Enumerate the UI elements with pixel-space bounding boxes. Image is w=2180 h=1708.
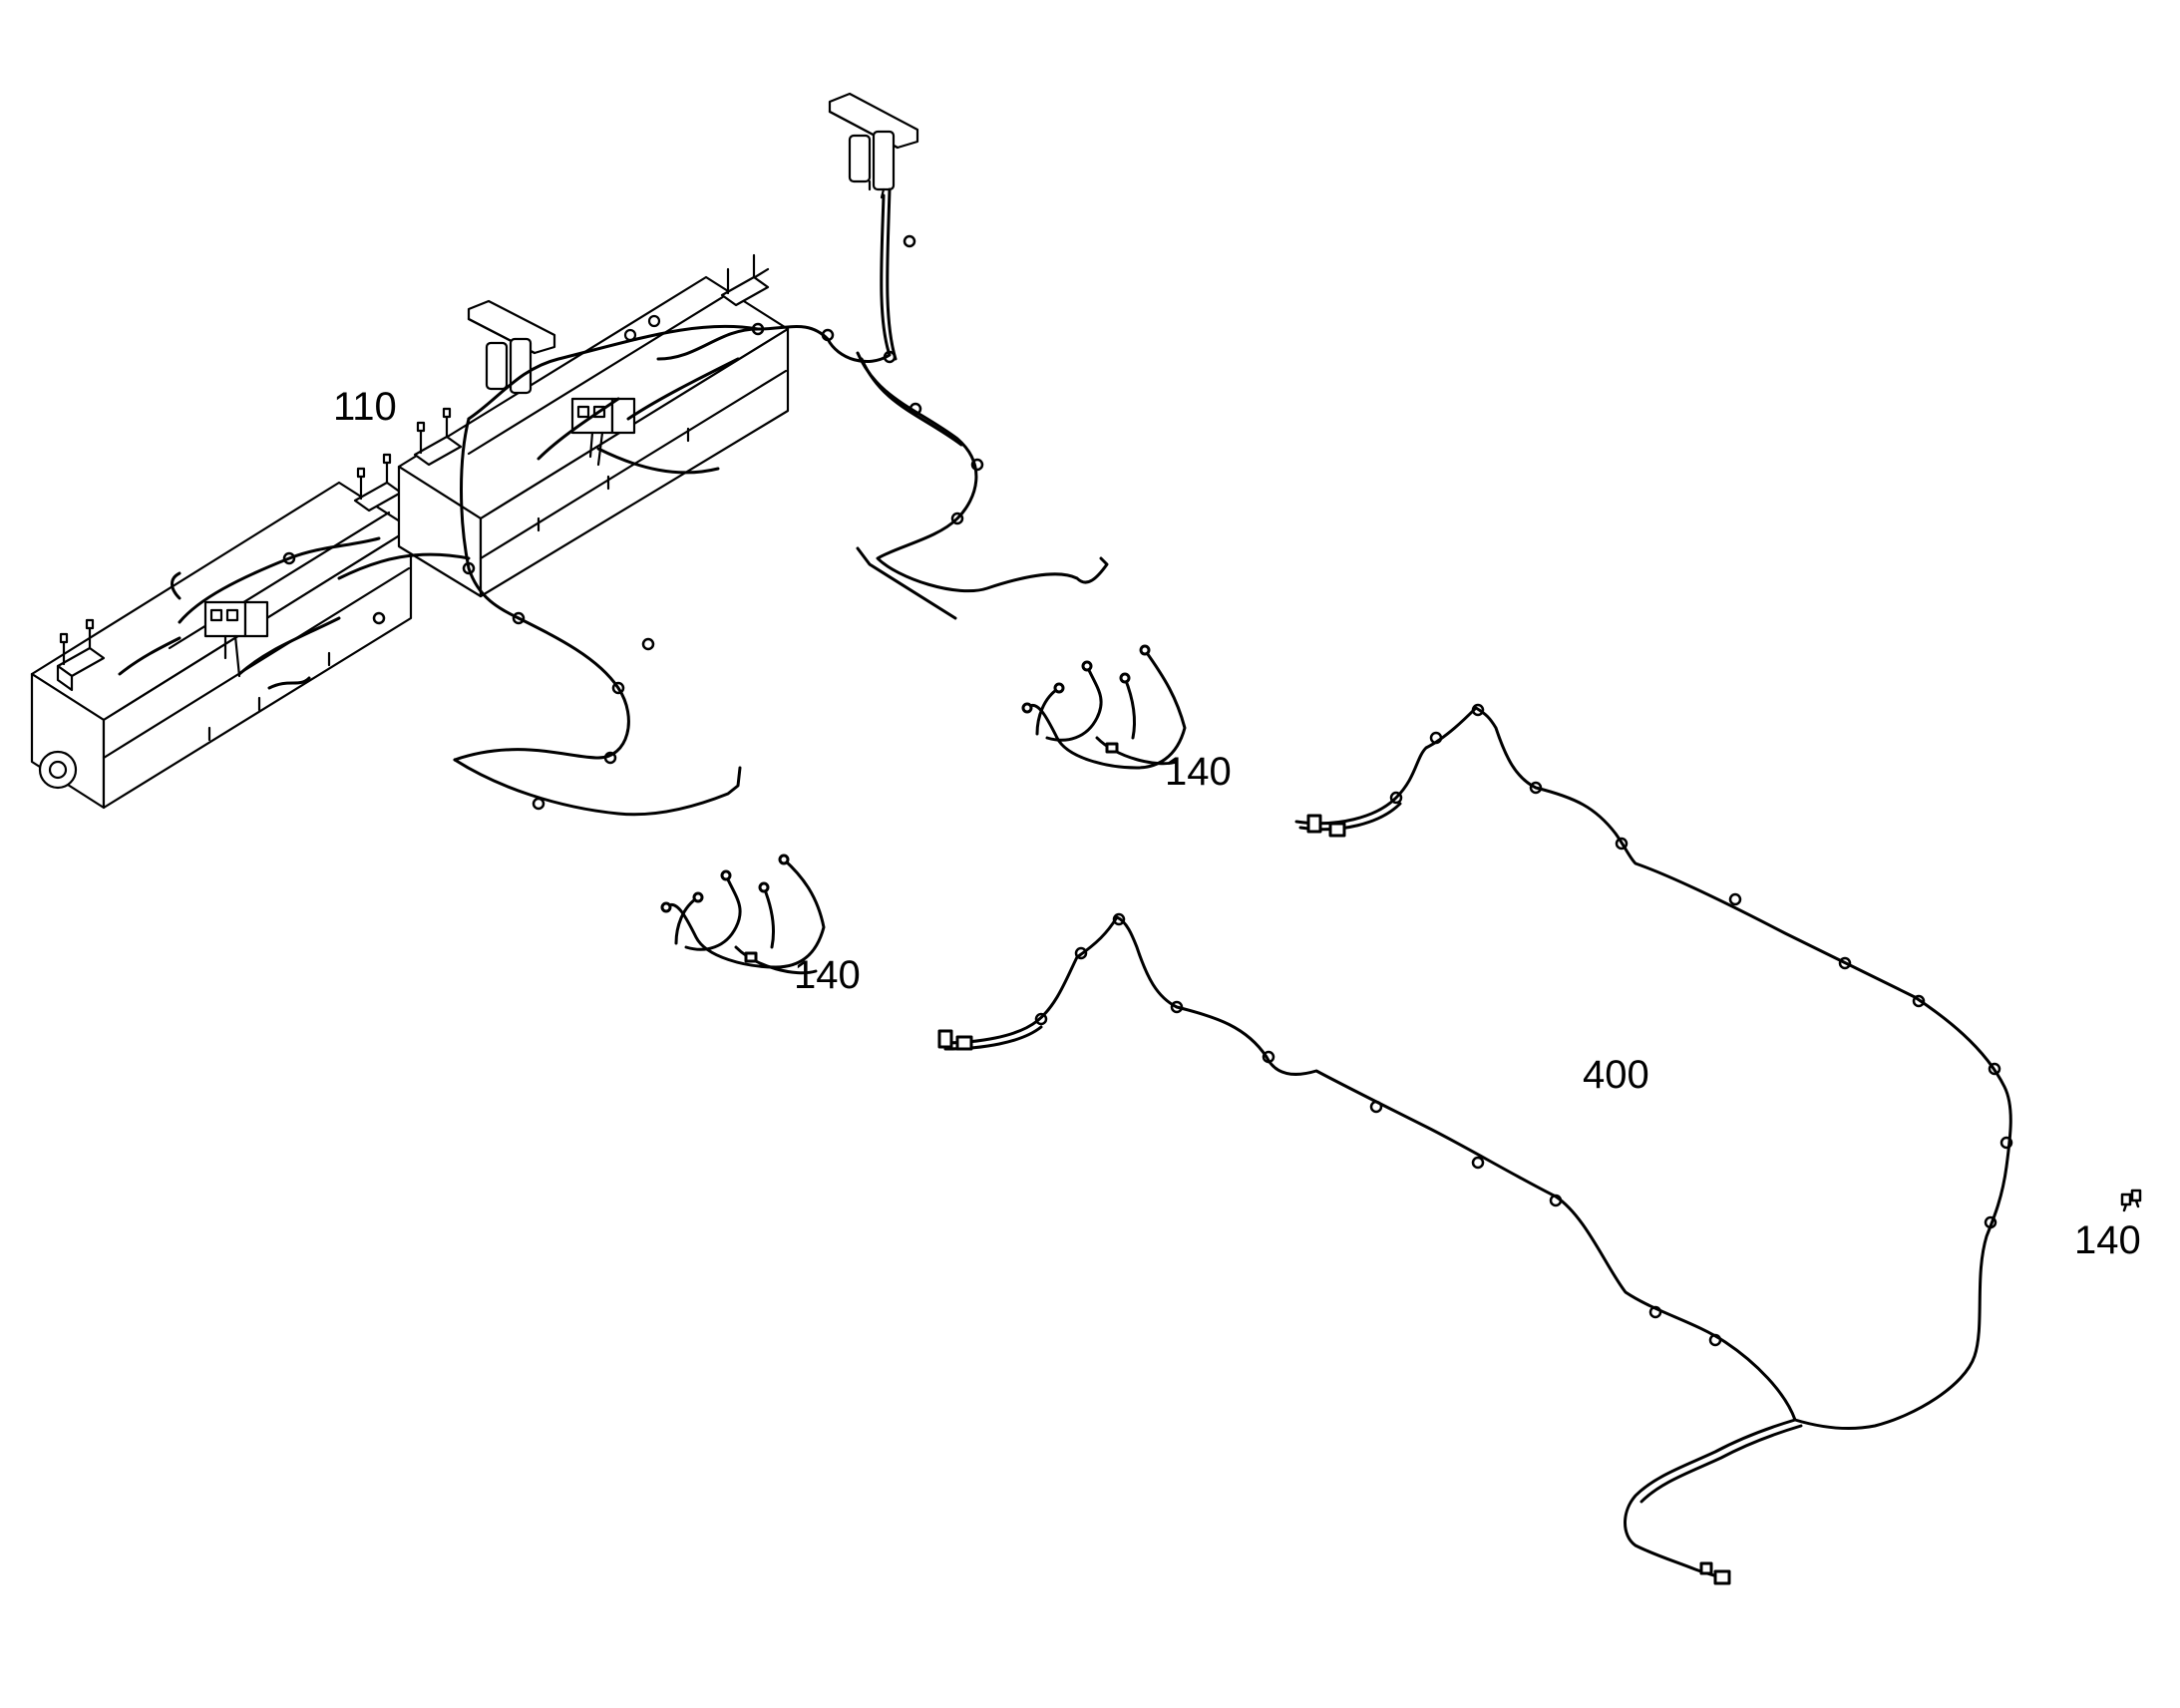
rail-hoses (118, 187, 1109, 817)
right-clamp-bracket (413, 253, 770, 467)
callout-connector-clip: 140 (2074, 1218, 2141, 1262)
filter-mount-front (467, 299, 556, 395)
filter-mount-rear (828, 92, 919, 199)
rail-hose-clamps (282, 234, 984, 811)
small-harness-b (660, 854, 826, 975)
callout-harness-small-a: 140 (1165, 750, 1232, 794)
main-harness-clips (1034, 703, 2013, 1347)
main-harness (937, 703, 2013, 1585)
connector-clip (2120, 1189, 2142, 1212)
left-pump-block (203, 600, 269, 678)
small-harness-a (1021, 644, 1187, 770)
callout-rail-assembly: 110 (333, 385, 397, 429)
left-clamp-bracket (56, 618, 106, 692)
right-pump-block (570, 397, 636, 467)
callout-main-harness: 400 (1583, 1053, 1649, 1097)
rail-assembly (30, 92, 1109, 817)
callout-harness-small-b: 140 (794, 953, 861, 997)
mid-clamp-bracket (353, 453, 403, 512)
